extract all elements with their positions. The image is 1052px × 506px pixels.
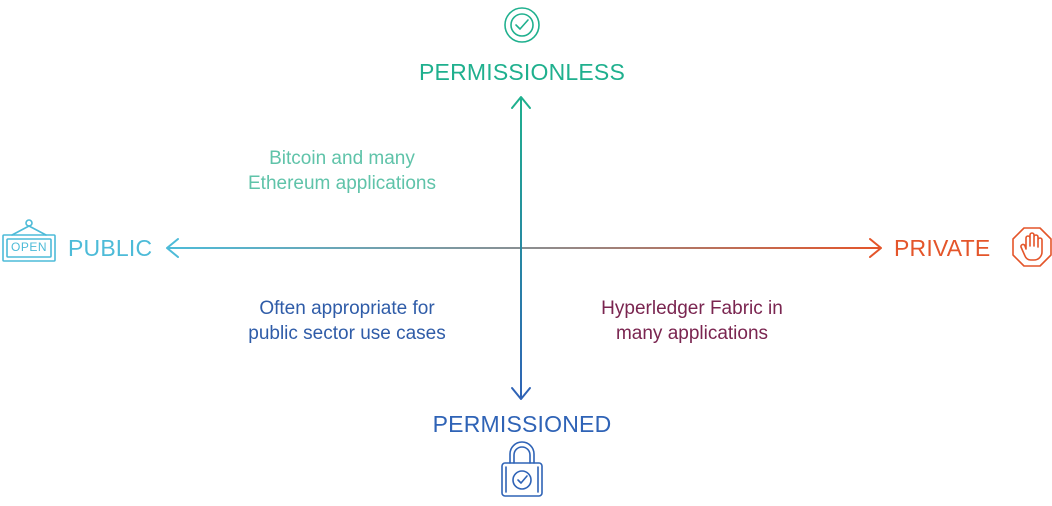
open-sign-icon bbox=[2, 219, 56, 262]
quadrant-bottom-right-line-1: Hyperledger Fabric in bbox=[601, 298, 783, 319]
quadrant-bottom-left-line-1: Often appropriate for bbox=[259, 298, 435, 319]
quadrant-bottom-right-text: Hyperledger Fabric in many applications bbox=[562, 296, 822, 346]
axis-label-private: PRIVATE bbox=[894, 235, 991, 261]
check-circle-icon bbox=[504, 7, 540, 43]
horizontal-axis bbox=[166, 238, 882, 258]
vertical-axis bbox=[511, 96, 531, 400]
open-sign-text: OPEN bbox=[10, 240, 47, 254]
axis-label-public: PUBLIC bbox=[68, 235, 153, 261]
bottom-arrowhead bbox=[511, 387, 531, 400]
quadrant-bottom-right-line-2: many applications bbox=[615, 323, 769, 344]
quadrant-bottom-left-line-2: public sector use cases bbox=[248, 323, 446, 344]
axis-label-permissioned: PERMISSIONED bbox=[432, 411, 612, 437]
padlock-check-icon bbox=[501, 441, 543, 497]
quadrant-top-left-text: Bitcoin and many Ethereum applications bbox=[212, 146, 472, 196]
top-arrowhead bbox=[511, 96, 531, 109]
quadrant-top-left-line-2: Ethereum applications bbox=[248, 173, 436, 194]
axis-label-permissionless: PERMISSIONLESS bbox=[418, 59, 626, 85]
stop-hand-icon bbox=[1012, 227, 1052, 267]
right-arrowhead bbox=[869, 238, 882, 258]
quadrant-bottom-left-text: Often appropriate for public sector use … bbox=[212, 296, 482, 346]
quadrant-top-left-line-1: Bitcoin and many bbox=[269, 148, 415, 169]
left-arrowhead bbox=[166, 238, 179, 258]
